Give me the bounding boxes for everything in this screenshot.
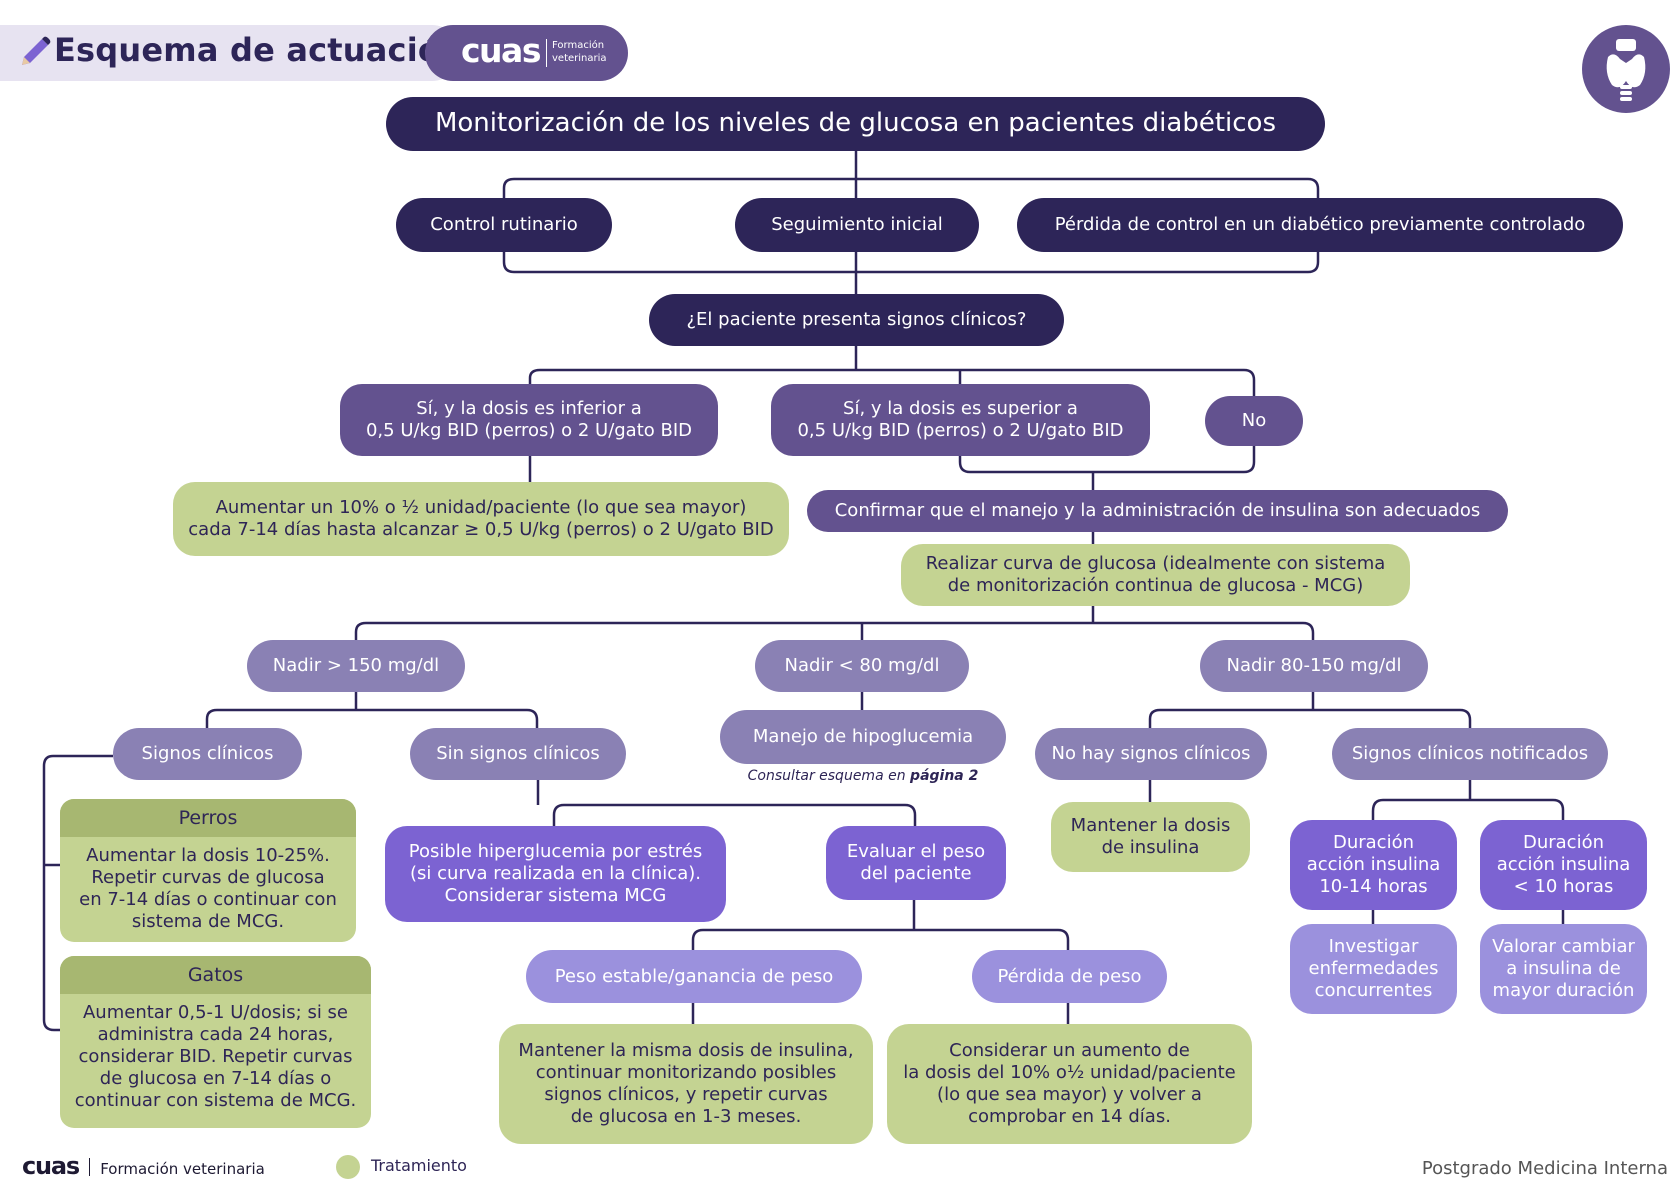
stable-weight: Peso estable/ganancia de peso: [526, 950, 862, 1003]
answer-yes-low-line1: Sí, y la dosis es inferior a: [416, 398, 642, 420]
dogs-card-text: Aumentar la dosis 10-25%. Repetir curvas…: [79, 845, 337, 932]
investigate-line1: Investigar: [1328, 936, 1419, 958]
thyroid-icon: [1582, 25, 1670, 113]
switch-line2: a insulina de: [1506, 958, 1621, 980]
header-badge: Esquema de actuación cuas Formación vete…: [0, 25, 628, 81]
increase-dose-treatment: Aumentar un 10% o ½ unidad/paciente (lo …: [173, 482, 789, 556]
main-title: Monitorización de los niveles de glucosa…: [386, 97, 1325, 151]
keep-dose-line4: de glucosa en 1-3 meses.: [570, 1105, 802, 1127]
stress-line3: Considerar sistema MCG: [444, 884, 667, 906]
legend-treatment-swatch: [336, 1155, 360, 1179]
answer-yes-high-dose: Sí, y la dosis es superior a 0,5 U/kg BI…: [771, 384, 1150, 456]
duration-short-line3: < 10 horas: [1513, 875, 1614, 897]
nadir-low: Nadir < 80 mg/dl: [755, 640, 969, 692]
answer-no: No: [1205, 396, 1303, 446]
raise-dose-treatment: Considerar un aumento de la dosis del 10…: [887, 1024, 1252, 1144]
high-no-clinical-signs: Sin signos clínicos: [410, 728, 626, 780]
keep-dose-line3: signos clínicos, y repetir curvas: [544, 1084, 828, 1105]
answer-yes-low-line2: 0,5 U/kg BID (perros) o 2 U/gato BID: [365, 420, 693, 441]
cats-card-title: Gatos: [60, 956, 371, 994]
logo-subtitle-2: veterinaria: [552, 53, 607, 64]
evaluate-weight-line1: Evaluar el peso: [846, 841, 986, 863]
page-2-note-prefix: Consultar esquema en: [747, 768, 906, 784]
duration-long-line1: Duración: [1332, 832, 1415, 854]
trigger-routine-control: Control rutinario: [396, 198, 612, 252]
clinical-signs-question: ¿El paciente presenta signos clínicos?: [649, 294, 1064, 346]
footer-program-name: Postgrado Medicina Interna: [1421, 1158, 1668, 1179]
duration-10-14h: Duración acción insulina 10-14 horas: [1290, 820, 1457, 910]
duration-long-line2: acción insulina: [1306, 854, 1441, 876]
raise-dose-line1: Considerar un aumento de: [949, 1040, 1190, 1062]
answer-yes-high-line2: 0,5 U/kg BID (perros) o 2 U/gato BID: [797, 420, 1124, 441]
stress-hyperglycemia: Posible hiperglucemia por estrés (si cur…: [385, 826, 726, 922]
duration-short-line1: Duración: [1522, 832, 1605, 854]
investigate-line3: concurrentes: [1314, 979, 1433, 1001]
raise-dose-line4: comprobar en 14 días.: [968, 1105, 1171, 1127]
investigate-concurrent-diseases: Investigar enfermedades concurrentes: [1290, 924, 1457, 1014]
page-2-note-link: página 2: [910, 768, 979, 784]
keep-insulin-line1: Mantener la dosis: [1070, 815, 1231, 837]
high-clinical-signs: Signos clínicos: [113, 728, 302, 780]
stress-line1: Posible hiperglucemia por estrés: [408, 841, 703, 863]
footer-logo-text: Formación veterinaria: [100, 1160, 265, 1178]
trigger-loss-of-control: Pérdida de control en un diabético previ…: [1017, 198, 1623, 252]
keep-dose-treatment: Mantener la misma dosis de insulina, con…: [499, 1024, 873, 1144]
cats-card: Gatos Aumentar 0,5-1 U/dosis; si se admi…: [60, 956, 371, 1128]
investigate-line2: enfermedades: [1308, 958, 1439, 980]
page-title: Esquema de actuación: [54, 31, 464, 69]
evaluate-weight: Evaluar el peso del paciente: [826, 826, 1006, 900]
duration-short-line2: acción insulina: [1496, 854, 1631, 876]
legend-treatment-label: Tratamiento: [371, 1156, 467, 1175]
keep-dose-line2: continuar monitorizando posibles: [535, 1062, 837, 1084]
weight-loss: Pérdida de peso: [972, 950, 1167, 1003]
switch-line3: mayor duración: [1492, 979, 1635, 1001]
duration-under-10h: Duración acción insulina < 10 horas: [1480, 820, 1647, 910]
header-logo-panel: cuas Formación veterinaria: [425, 25, 628, 81]
dogs-card-title: Perros: [60, 799, 356, 837]
footer-logo: cuas Formación veterinaria: [22, 1152, 265, 1182]
keep-dose-line1: Mantener la misma dosis de insulina,: [518, 1040, 854, 1062]
trigger-initial-follow-up: Seguimiento inicial: [735, 198, 979, 252]
keep-insulin-line2: de insulina: [1101, 837, 1200, 858]
mid-clinical-signs-reported: Signos clínicos notificados: [1332, 728, 1608, 780]
switch-longer-insulin: Valorar cambiar a insulina de mayor dura…: [1480, 924, 1647, 1014]
increase-dose-line2: cada 7-14 días hasta alcanzar ≥ 0,5 U/kg…: [188, 519, 774, 540]
dogs-card: Perros Aumentar la dosis 10-25%. Repetir…: [60, 799, 356, 942]
glucose-curve-line1: Realizar curva de glucosa (idealmente co…: [925, 553, 1386, 575]
logo-subtitle-1: Formación: [552, 40, 605, 51]
logo-wordmark: cuas: [461, 31, 541, 70]
page-2-note: Consultar esquema en página 2: [700, 768, 1026, 784]
duration-long-line3: 10-14 horas: [1319, 875, 1428, 897]
footer-logo-wordmark: cuas: [22, 1152, 80, 1180]
glucose-curve-line2: de monitorización continua de glucosa - …: [947, 575, 1364, 596]
mid-no-clinical-signs: No hay signos clínicos: [1035, 728, 1267, 780]
raise-dose-line2: la dosis del 10% o½ unidad/paciente: [903, 1062, 1236, 1084]
switch-line1: Valorar cambiar: [1492, 936, 1635, 958]
nadir-high: Nadir > 150 mg/dl: [247, 640, 465, 692]
confirm-insulin-handling: Confirmar que el manejo y la administrac…: [807, 490, 1508, 532]
nadir-mid: Nadir 80-150 mg/dl: [1200, 640, 1428, 692]
answer-yes-low-dose: Sí, y la dosis es inferior a 0,5 U/kg BI…: [340, 384, 718, 456]
pencil-icon: [14, 33, 54, 73]
increase-dose-line1: Aumentar un 10% o ½ unidad/paciente (lo …: [215, 497, 747, 519]
evaluate-weight-line2: del paciente: [860, 863, 972, 884]
cats-card-text: Aumentar 0,5-1 U/dosis; si se administra…: [74, 1002, 357, 1111]
stress-line2: (si curva realizada en la clínica).: [410, 863, 701, 885]
glucose-curve-treatment: Realizar curva de glucosa (idealmente co…: [901, 544, 1410, 606]
keep-insulin-dose: Mantener la dosis de insulina: [1051, 802, 1250, 872]
answer-yes-high-line1: Sí, y la dosis es superior a: [843, 398, 1078, 420]
raise-dose-line3: (lo que sea mayor) y volver a: [937, 1084, 1202, 1105]
hypoglycemia-management: Manejo de hipoglucemia: [720, 710, 1006, 764]
